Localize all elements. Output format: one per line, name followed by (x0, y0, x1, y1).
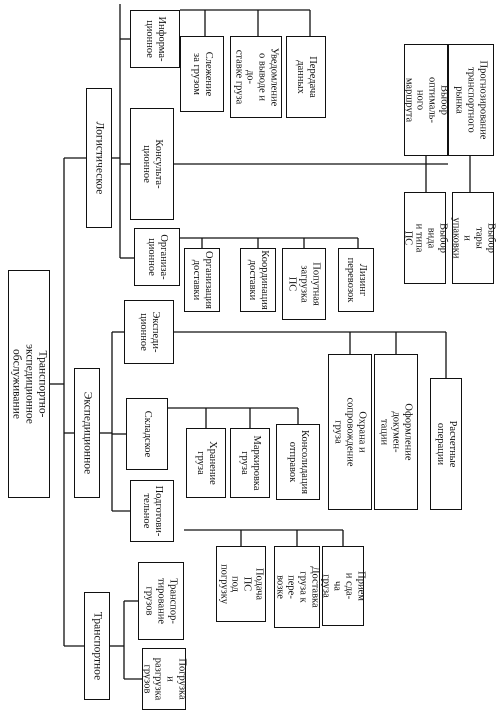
node-consolidation-label: Консолидация отправок (287, 429, 310, 495)
node-shipping-label: Транспор- тирование грузов (144, 577, 179, 625)
node-notification-label: Уведомление о выводе и до- ставке груза (233, 47, 280, 107)
node-preparatory-label: Подготови- тельное (141, 485, 164, 537)
node-acceptance: Прием и сда- ча груза (320, 546, 367, 626)
node-delivery-organization-label: Организация доставки (191, 251, 214, 309)
node-consolidation: Консолидация отправок (276, 424, 320, 500)
node-forwarding-label: Экспедиционное (81, 391, 94, 475)
node-backhaul-loading: Попутная загрузка ПС (282, 248, 326, 320)
node-root-label: Транспортно-экспедиционное обслуживание (10, 344, 49, 424)
node-cargo-delivery-label: Доставка груза к пере- возке (274, 566, 321, 608)
node-root: Транспортно-экспедиционное обслуживание (8, 270, 50, 498)
node-market-forecast: Прогнозирование транспортного рынка (448, 44, 494, 156)
node-packaging-choice-label: Выбор тары и упаковки (450, 217, 496, 259)
node-acceptance-label: Прием и сда- ча груза (320, 571, 367, 601)
node-settlements: Расчетные операции (430, 378, 462, 510)
node-loading-label: Погрузка и разгрузка грузов (141, 657, 188, 701)
node-market-forecast-label: Прогнозирование транспортного рынка (454, 60, 489, 140)
node-informational-label: Информа- ционное (144, 16, 167, 62)
node-delivery-coordination: Координация доставки (240, 248, 276, 312)
node-logistics: Логистическое (86, 88, 112, 228)
node-escort-label: Охрана и сопровождение груза (333, 397, 368, 467)
node-logistics-label: Логистическое (93, 121, 106, 195)
node-consulting-label: Консульта- ционное (141, 139, 164, 189)
node-forwarding: Экспедиционное (74, 368, 100, 498)
node-route-choice-label: Выбор оптималь- ного маршрута (403, 77, 450, 123)
node-delivery-organization: Организация доставки (184, 248, 220, 312)
node-leasing: Лизинг перевозок (338, 248, 374, 312)
node-tracking-label: Слежение за грузом (191, 51, 214, 97)
node-warehouse: Складское (126, 398, 168, 470)
node-vehicle-choice: Выбор вида и типа ПС (402, 192, 449, 284)
node-warehouse-label: Складское (141, 410, 153, 458)
node-escort: Охрана и сопровождение груза (328, 354, 372, 510)
node-transport: Транспортное (84, 592, 110, 700)
node-storage-label: Хранение груза (195, 441, 218, 485)
node-backhaul-loading-label: Попутная загрузка ПС (287, 262, 322, 306)
node-route-choice: Выбор оптималь- ного маршрута (403, 44, 450, 156)
node-storage: Хранение груза (186, 428, 226, 498)
node-labeling-label: Маркировка груза (239, 435, 262, 491)
node-informational: Информа- ционное (130, 10, 180, 68)
node-tracking: Слежение за грузом (180, 36, 224, 112)
node-organizational: Организа- ционное (134, 228, 180, 286)
node-vehicle-choice-label: Выбор вида и типа ПС (402, 223, 449, 253)
node-preparatory: Подготови- тельное (130, 480, 174, 542)
node-packaging-choice: Выбор тары и упаковки (450, 192, 496, 284)
node-expedition: Экспеди- ционное (124, 300, 174, 364)
node-shipping: Транспор- тирование грузов (138, 562, 184, 640)
node-data-transfer-label: Передача данных (295, 56, 318, 98)
node-cargo-delivery: Доставка груза к пере- возке (274, 546, 321, 628)
node-leasing-label: Лизинг перевозок (345, 257, 368, 303)
node-delivery-coordination-label: Координация доставки (247, 250, 270, 310)
node-expedition-label: Экспеди- ционное (138, 311, 161, 353)
node-notification: Уведомление о выводе и до- ставке груза (230, 36, 282, 118)
node-documentation: Оформление докумен- тации (374, 354, 418, 510)
node-settlements-label: Расчетные операции (435, 420, 458, 468)
node-documentation-label: Оформление докумен- тации (379, 403, 414, 461)
node-labeling: Маркировка груза (230, 428, 270, 498)
node-transport-label: Транспортное (91, 611, 104, 681)
node-vehicle-supply: Подача ПС под погрузку (216, 546, 266, 622)
node-loading: Погрузка и разгрузка грузов (141, 648, 188, 710)
node-organizational-label: Организа- ционное (146, 234, 169, 280)
node-consulting: Консульта- ционное (130, 108, 174, 220)
node-vehicle-supply-label: Подача ПС под погрузку (218, 564, 265, 604)
node-data-transfer: Передача данных (286, 36, 326, 118)
